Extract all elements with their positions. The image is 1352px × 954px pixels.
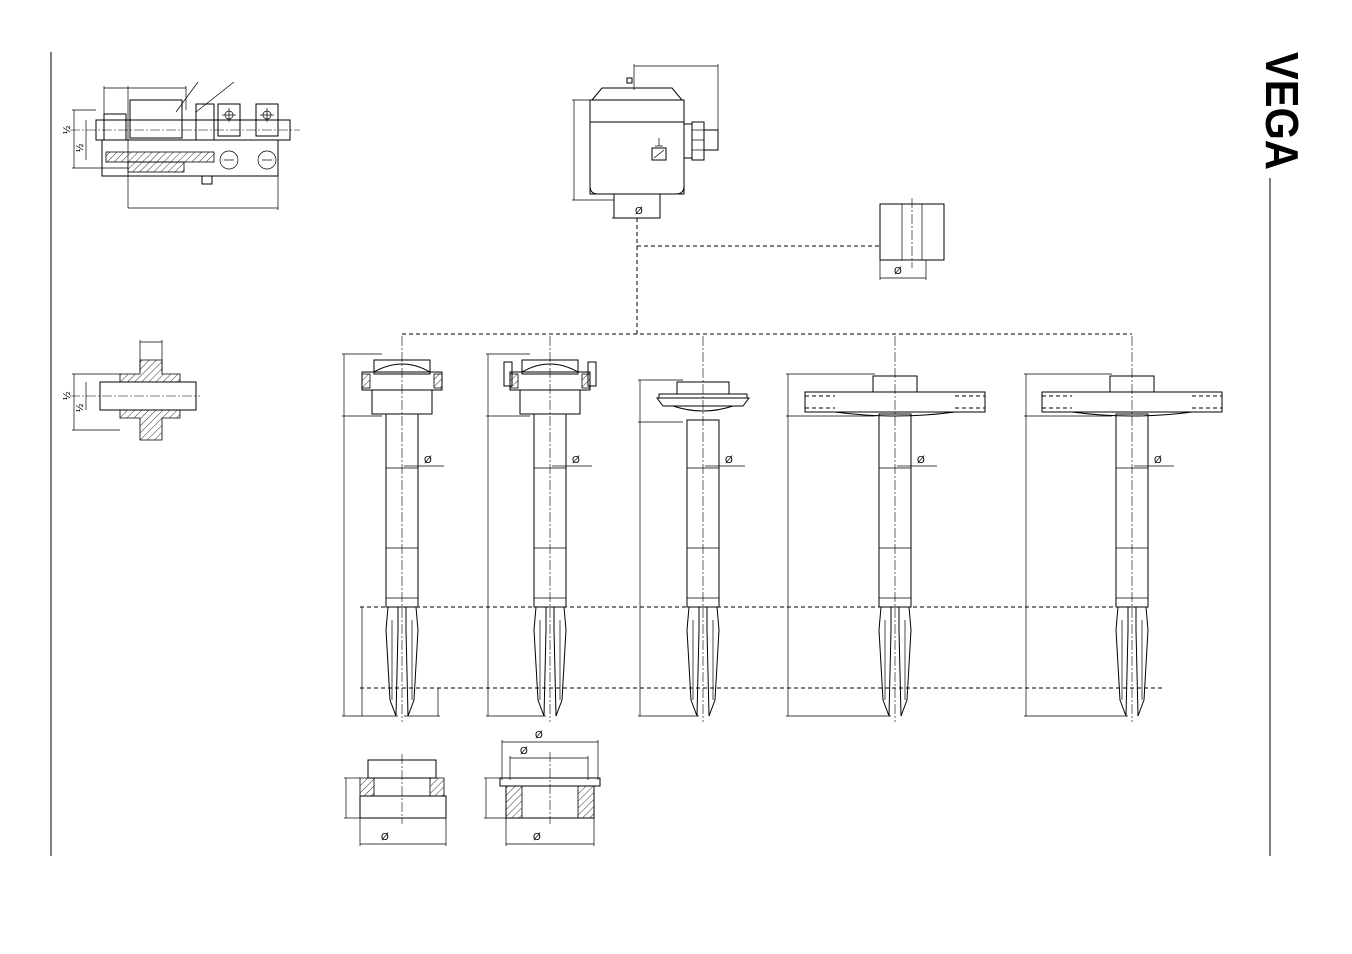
socket-2-outer-diameter-label: Ø — [535, 730, 543, 741]
half-inch-label-4: ½ — [75, 403, 86, 412]
socket-1-diameter-label: Ø — [381, 832, 389, 843]
adapter-assembly-detail: ½ ½ — [62, 82, 300, 210]
probe-3: Ø — [638, 336, 749, 722]
weld-socket-2: Ø Ø Ø — [484, 730, 600, 846]
probe-tube-diameter-label: Ø — [725, 455, 733, 466]
probe-2: Ø — [486, 336, 596, 722]
welded-socket-detail: ½ ½ — [62, 340, 200, 440]
probe-tube-diameter-label: Ø — [1154, 455, 1162, 466]
probe-tube-diameter-label: Ø — [917, 455, 925, 466]
electronics-housing: Ø — [572, 64, 718, 218]
socket-2-bottom-diameter-label: Ø — [533, 832, 541, 843]
socket-2-inner-diameter-label: Ø — [520, 746, 528, 757]
adapter-sleeve: Ø — [880, 198, 944, 280]
probe-tube-diameter-label: Ø — [424, 455, 432, 466]
probe-1: Ø — [342, 336, 444, 722]
half-inch-label-3: ½ — [62, 391, 73, 400]
adapter-diameter-label: Ø — [894, 266, 902, 277]
probe-5: Ø — [1024, 336, 1222, 722]
probe-tube-diameter-label: Ø — [572, 455, 580, 466]
vega-logo: VEGA — [1256, 52, 1308, 170]
weld-socket-1: Ø — [344, 754, 446, 846]
half-inch-label-1: ½ — [62, 125, 73, 134]
housing-diameter-label: Ø — [635, 206, 643, 217]
half-inch-label-2: ½ — [75, 143, 86, 152]
probe-4: Ø — [786, 336, 985, 722]
